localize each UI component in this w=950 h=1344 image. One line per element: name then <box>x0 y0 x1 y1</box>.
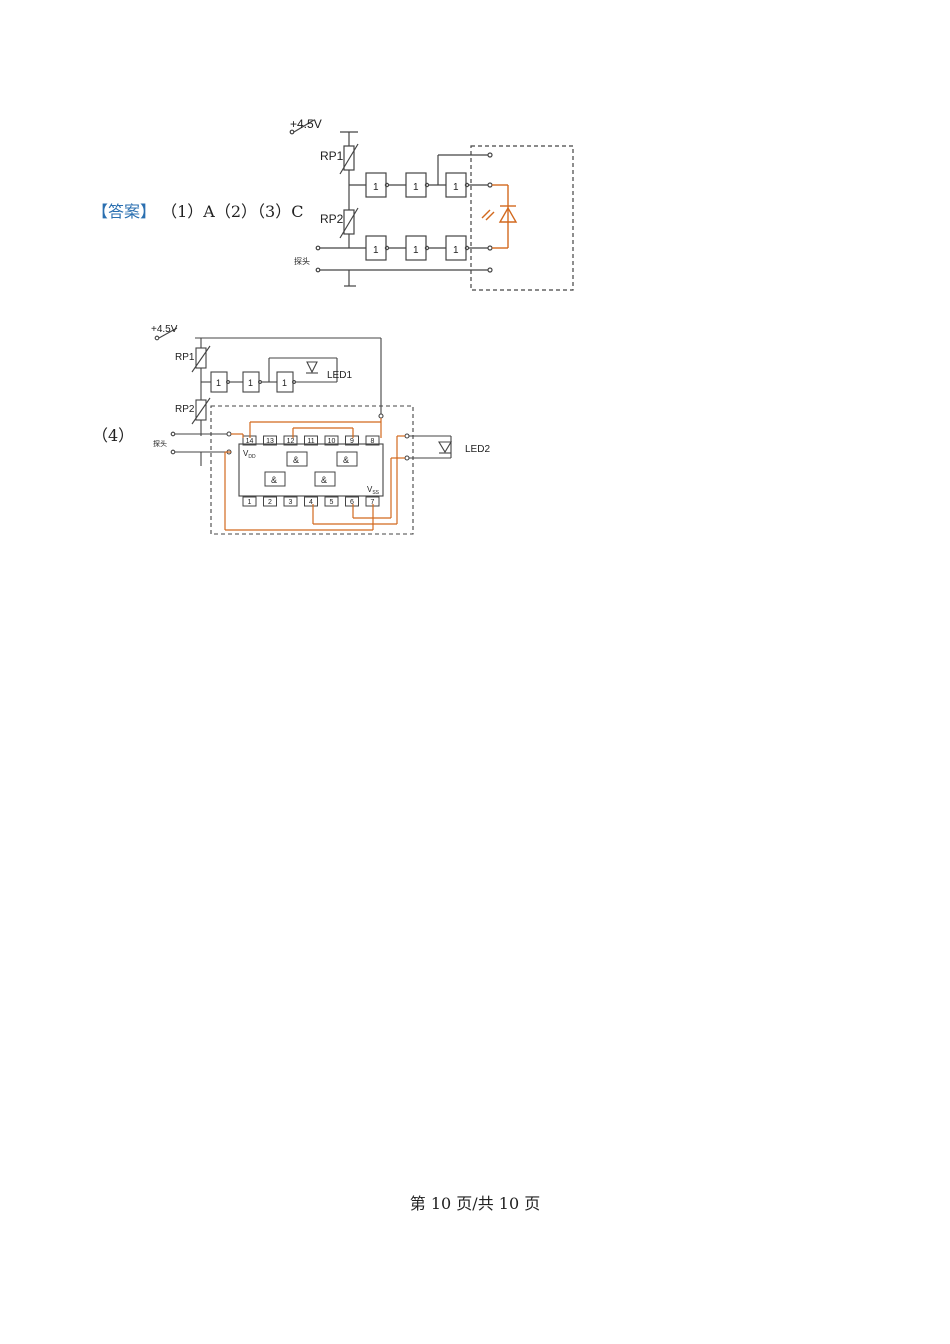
supply-label: +4.5V <box>290 117 322 131</box>
gate-label: 1 <box>413 182 419 193</box>
ic-pin-label: 11 <box>307 438 314 445</box>
probe-label: 探头 <box>153 439 167 448</box>
ic-pin-box <box>345 496 359 507</box>
ic-pin-label: 10 <box>328 438 336 445</box>
gate-label: 1 <box>373 182 379 193</box>
and-gate-label: & <box>293 455 299 465</box>
ic-pin-label: 9 <box>350 438 354 445</box>
circuit-diagram-1: +4.5V RP1 RP2 探头 1 1 1 1 1 1 <box>289 117 574 291</box>
ic-pin-box <box>263 435 277 446</box>
answer-tag: 【答案】 <box>92 202 157 221</box>
vdd-label: VDD <box>243 449 256 460</box>
vss-label: VSS <box>367 485 380 496</box>
ic-pin-box <box>304 435 318 446</box>
gate-label: 1 <box>248 378 253 388</box>
rp2-label: RP2 <box>175 404 195 415</box>
ic-pin-label: 8 <box>371 438 375 445</box>
ic-pin-label: 14 <box>246 438 254 445</box>
ic-pin-box <box>283 496 298 507</box>
ic-pin-label: 5 <box>330 499 334 506</box>
ic-pin-label: 6 <box>350 499 354 506</box>
supply-label: +4.5V <box>151 324 178 335</box>
rp2-label: RP2 <box>320 212 344 226</box>
gate-label: 1 <box>373 245 379 256</box>
ic-pin-label: 1 <box>248 499 252 506</box>
ic-pin-box <box>345 435 359 446</box>
circuit-diagram-2: +4.5V RP1 RP2 探头 1 1 1 LED1 LED2 VDD VSS… <box>151 324 490 535</box>
answer-line: 【答案】 （1）A（2）（3）C <box>92 198 303 222</box>
ic-pin-box <box>324 496 339 507</box>
and-gate-label: & <box>271 475 277 485</box>
answer-text: （1）A（2）（3）C <box>161 202 304 221</box>
gate-label: 1 <box>216 378 221 388</box>
gate-label: 1 <box>413 245 419 256</box>
ic-pin-label: 2 <box>268 499 272 506</box>
gate-label: 1 <box>453 245 459 256</box>
led1-label: LED1 <box>327 370 352 381</box>
ic-pin-box <box>263 496 277 507</box>
page-footer: 第 10 页/共 10 页 <box>409 1194 541 1213</box>
gate-label: 1 <box>282 378 287 388</box>
ic-pin-box <box>365 435 380 446</box>
ic-pin-label: 12 <box>287 438 295 445</box>
ic-pin-label: 7 <box>371 499 375 506</box>
rp1-label: RP1 <box>320 149 344 163</box>
rp1-label: RP1 <box>175 352 195 363</box>
and-gate-label: & <box>321 475 327 485</box>
and-gate-label: & <box>343 455 349 465</box>
ic-pin-box <box>304 496 318 507</box>
ic-pin-box <box>283 435 298 446</box>
gate-label: 1 <box>453 182 459 193</box>
ic-pin-label: 13 <box>266 438 274 445</box>
question-4-label: （4） <box>92 426 135 445</box>
ic-pin-box <box>324 435 339 446</box>
ic-pin-label: 3 <box>289 499 293 506</box>
ic-pin-box <box>242 496 257 507</box>
ic-pin-label: 4 <box>309 499 313 506</box>
led2-label: LED2 <box>465 444 490 455</box>
probe-label: 探头 <box>294 256 310 266</box>
